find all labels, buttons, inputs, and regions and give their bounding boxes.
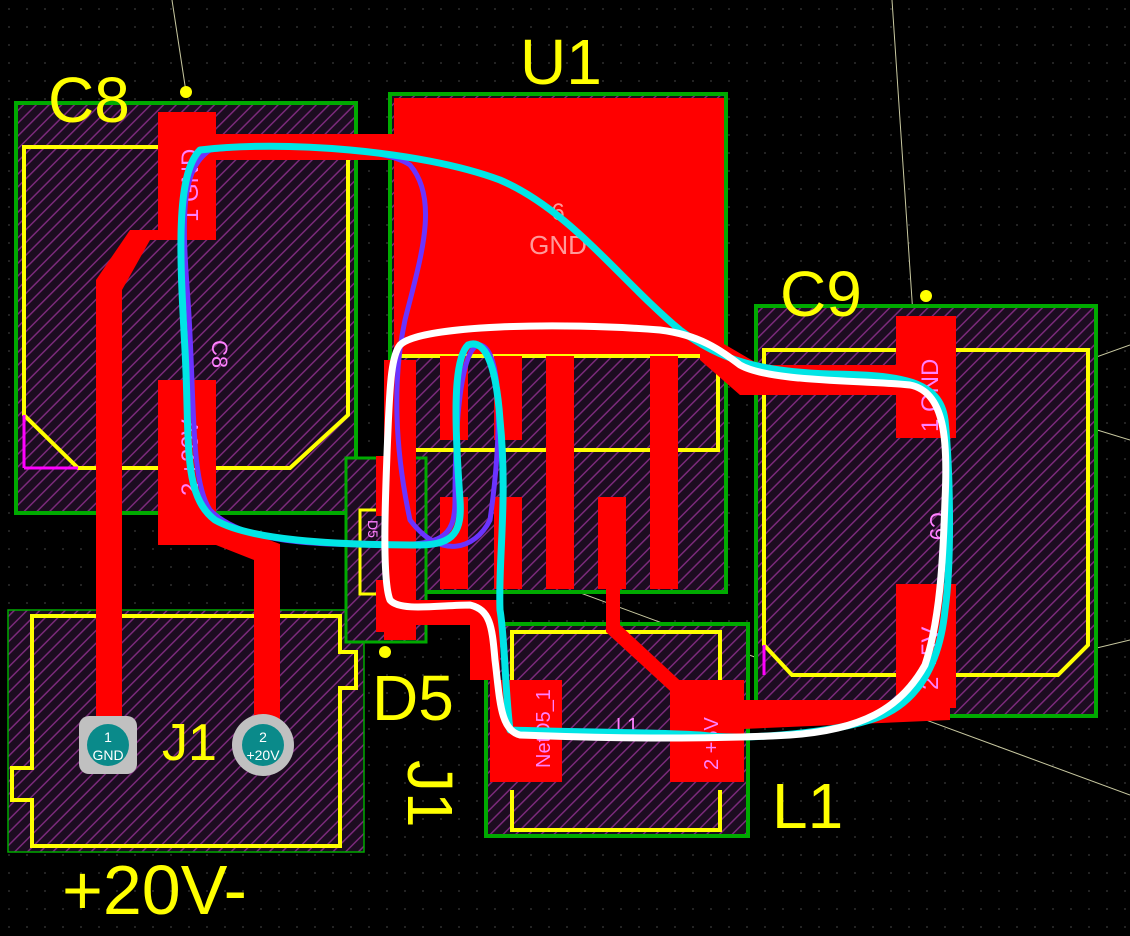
u1-gnd-tab-pad[interactable] [394,98,724,356]
c9-pin1-dot [920,290,932,302]
u1-footprint[interactable] [388,92,728,594]
designator-d5: D5 [372,662,454,734]
j1-pin-1[interactable]: 1 GND [79,716,137,774]
markup-loop-white [381,322,950,742]
designator-u1: U1 [520,26,602,98]
pin1-markers [180,86,932,658]
j1-courtyard [7,609,365,853]
trace-5v[interactable] [700,690,950,730]
d5-mid-label: D5 [365,520,381,538]
designator-j1-ghost: J1 [162,714,217,772]
designator-c8: C8 [48,64,130,136]
designator-c9: C9 [780,258,862,330]
markup-annotations [177,142,954,742]
j1-pin-2-net: +20V [246,747,280,763]
j1-pin-2[interactable]: 2 +20V [232,714,294,776]
j1-silkscreen [10,614,358,848]
j1-pin-2-hole [242,724,284,766]
j1-pin-1-hole [87,724,129,766]
l1-pad2-label: 2 +5V [701,717,723,770]
u1-pin-4[interactable] [598,497,626,589]
j1-pin-1-number: 1 [104,729,112,745]
j1-pins: 1 GND 2 +20V [79,714,294,776]
designators: C8 U1 C9 D5 L1 J1 J1 +20V- [48,26,862,929]
u1-pin-3[interactable] [546,356,574,589]
designator-j1: J1 [394,760,466,828]
designator-l1: L1 [772,770,843,842]
c8-mid-label: C8 [207,340,232,368]
j1-footprint[interactable] [7,609,365,853]
board-label-20v: +20V- [62,851,247,929]
d5-pin1-dot [379,646,391,658]
c8-pin1-dot [180,86,192,98]
trace-fb[interactable] [606,589,690,700]
j1-pin-1-net: GND [92,747,123,763]
trace-20v[interactable] [158,460,280,720]
j1-pin-2-number: 2 [259,729,267,745]
u1-pin-5[interactable] [650,356,678,589]
